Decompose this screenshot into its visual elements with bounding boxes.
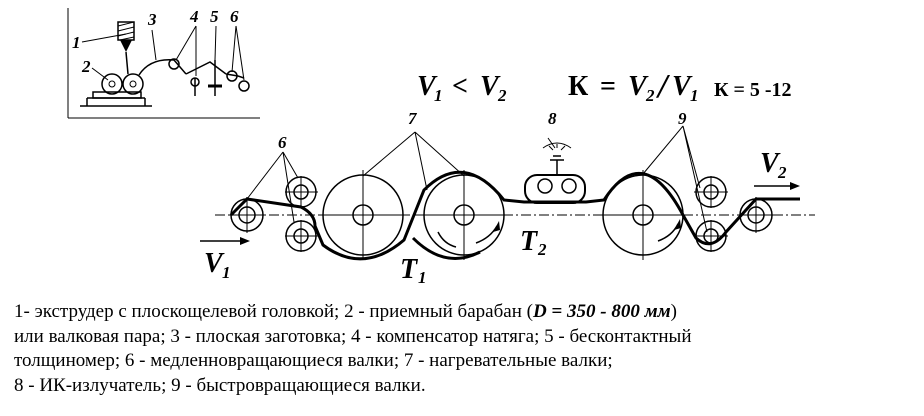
main-label-6: 6: [278, 133, 287, 152]
main-label-9: 9: [678, 109, 687, 128]
k-numerator-sub: 2: [645, 86, 655, 105]
ratio-lhs: V: [417, 71, 438, 102]
k-symbol: К: [568, 71, 589, 102]
speed-v2: V: [760, 148, 781, 179]
main-scheme: 6 7 8 9 T 1 T 2 V 1 V 2: [200, 109, 815, 287]
speed-v1: V: [204, 248, 225, 279]
k-range: К = 5 -12: [714, 79, 792, 101]
heating-rolls-7: [318, 170, 509, 260]
main-label-7: 7: [408, 109, 418, 128]
main-label-8: 8: [548, 109, 557, 128]
extruder-head: [117, 21, 135, 52]
legend-line-1: 1- экструдер с плоскощелевой головкой; 2…: [14, 301, 677, 322]
inset-label-2: 2: [81, 57, 91, 76]
temp-t1-sub: 1: [418, 268, 427, 287]
ratio-rhs-sub: 2: [497, 86, 507, 105]
legend-line-3: толщиномер; 6 - медленновращающиеся валк…: [14, 350, 613, 371]
fast-rolls-9: [598, 170, 774, 260]
legend-line-4: 8 - ИК-излучатель; 9 - быстровращающиеся…: [14, 374, 426, 396]
ir-emitter-8: [524, 142, 586, 204]
drum-diameter: D = 350 - 800 мм: [532, 301, 671, 322]
ratio-rhs: V: [480, 71, 501, 102]
ratio-lhs-sub: 1: [434, 86, 443, 105]
inset-label-5: 5: [210, 7, 219, 26]
inset-label-3: 3: [147, 10, 157, 29]
temp-t2: T: [520, 226, 539, 257]
ratio-operator: <: [452, 71, 468, 102]
film-path: [229, 170, 800, 261]
k-denominator-sub: 1: [690, 86, 699, 105]
input-arrow: [200, 237, 250, 245]
inset-label-4: 4: [189, 7, 199, 26]
speed-v2-sub: 2: [777, 163, 787, 182]
speed-v1-sub: 1: [222, 263, 231, 282]
k-denominator: V: [672, 71, 693, 102]
draw-ratio-formula: К = V 2 / V 1: [568, 68, 699, 105]
k-equals: =: [600, 71, 616, 102]
k-slash: /: [655, 68, 671, 105]
inset-label-1: 1: [72, 33, 81, 52]
temp-t2-sub: 2: [537, 240, 547, 259]
output-arrow: [754, 182, 800, 190]
inset-label-6: 6: [230, 7, 239, 26]
ratio-formula: V 1 < V 2: [417, 71, 507, 105]
temp-t1: T: [400, 254, 419, 285]
legend: 1- экструдер с плоскощелевой головкой; 2…: [14, 300, 919, 398]
legend-line-2: или валковая пара; 3 - плоская заготовка…: [14, 325, 692, 347]
inset-extruder-sketch: 1 2 3 4 5 6: [67, 7, 260, 119]
k-numerator: V: [628, 71, 649, 102]
